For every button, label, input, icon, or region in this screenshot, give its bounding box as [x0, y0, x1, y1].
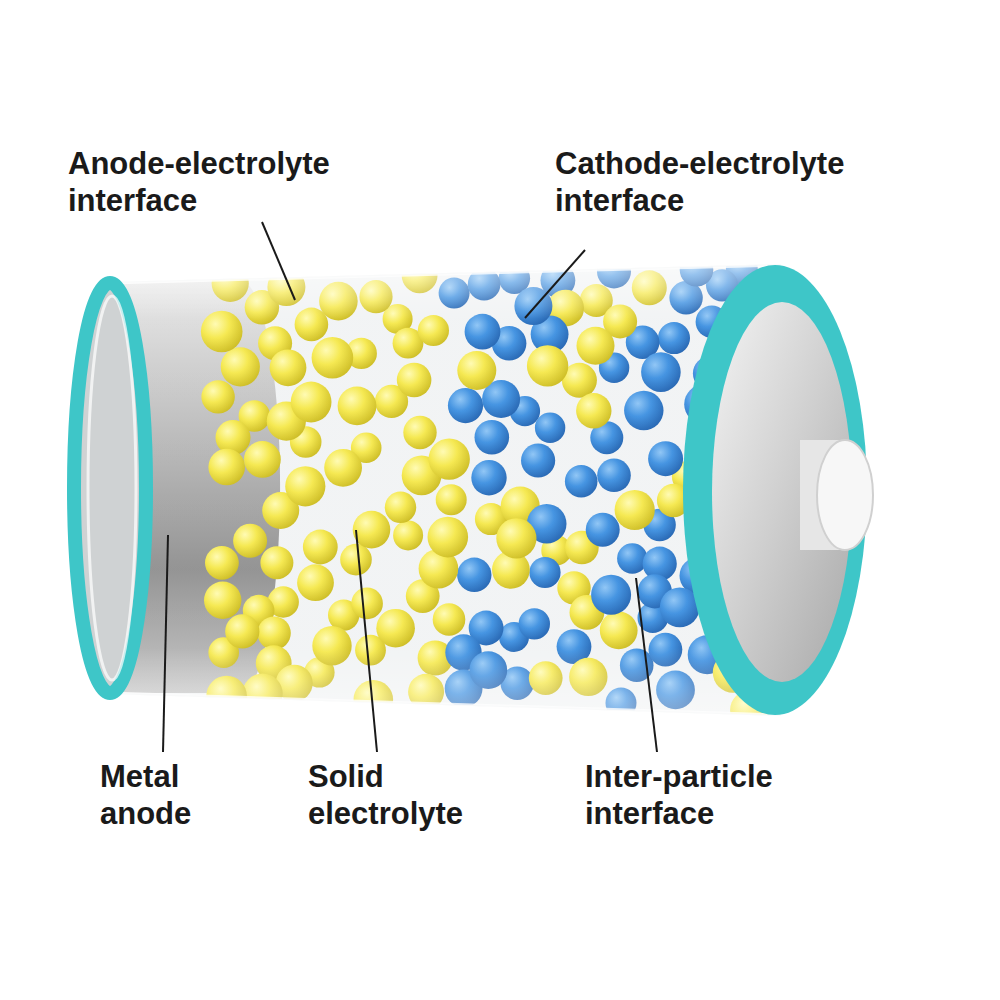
- tube-glass: [110, 265, 780, 715]
- leader-line: [163, 535, 168, 752]
- part-label: Anode-electrolyte interface: [68, 145, 428, 219]
- leader-line: [636, 578, 657, 752]
- part-label: Metal anode: [100, 758, 260, 832]
- leader-line: [356, 530, 377, 752]
- terminal-top: [817, 440, 873, 550]
- part-label: Inter-particle interface: [585, 758, 885, 832]
- part-label: Cathode-electrolyte interface: [555, 145, 945, 219]
- leader-line: [262, 222, 295, 300]
- leader-line: [525, 250, 585, 318]
- part-label: Solid electrolyte: [308, 758, 538, 832]
- tube-body: [110, 265, 780, 715]
- left-cap-rim: [88, 296, 136, 680]
- left-cap: [74, 283, 146, 693]
- terminal-body: [800, 440, 873, 550]
